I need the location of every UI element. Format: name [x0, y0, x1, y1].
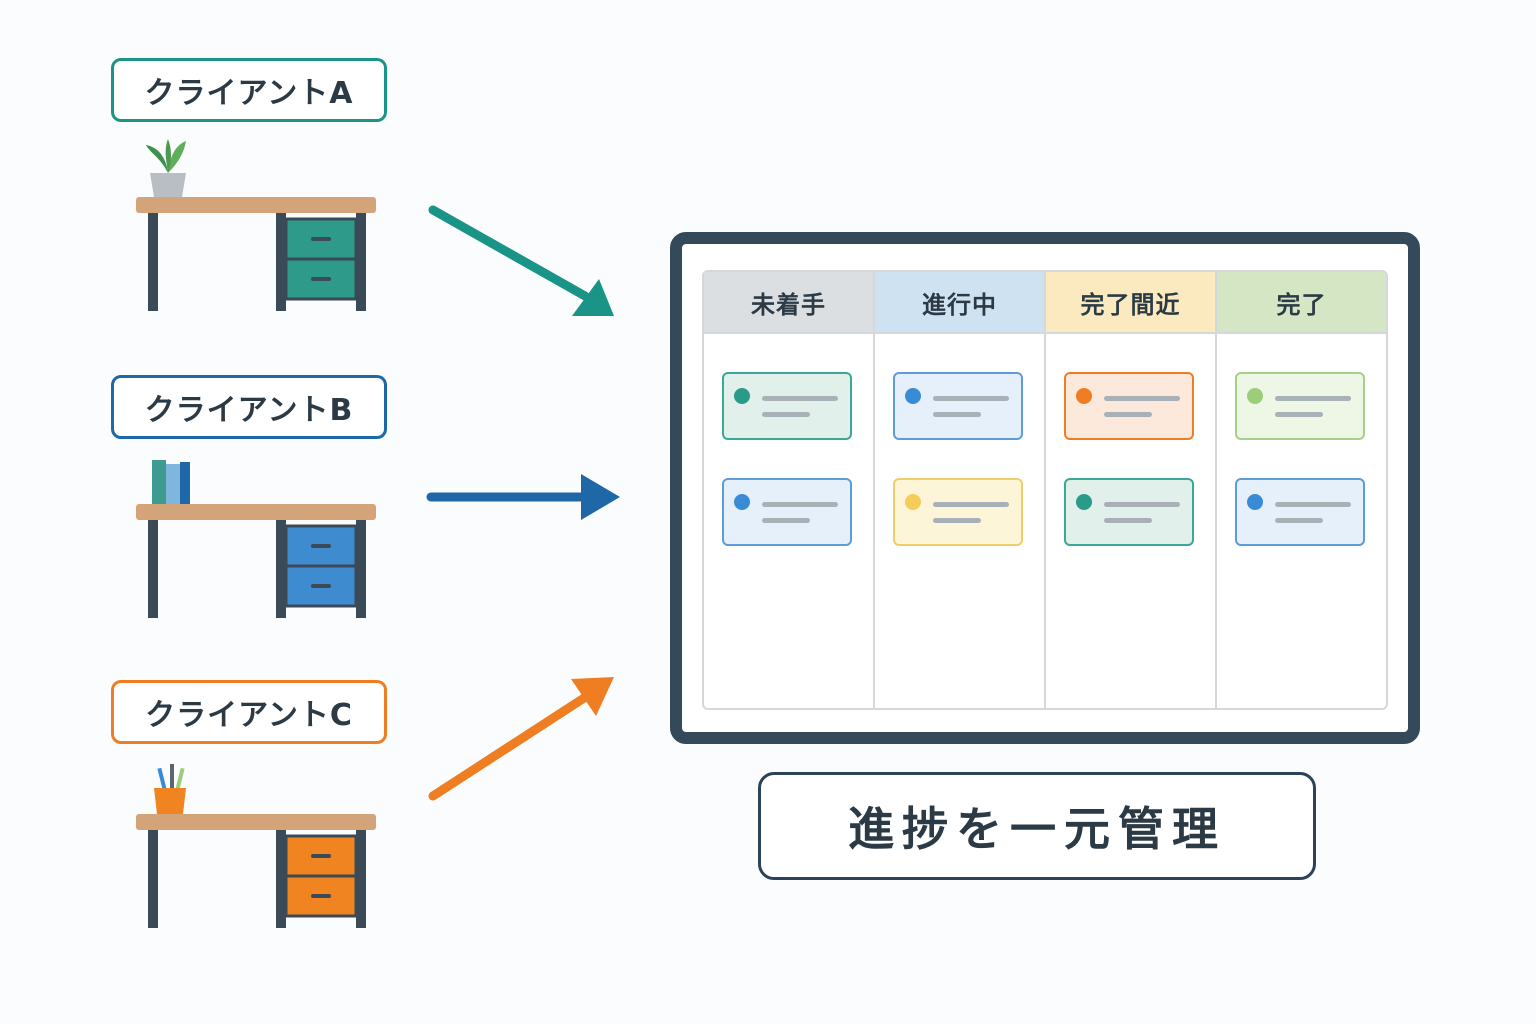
column-header: 未着手 [704, 272, 873, 334]
column-almost-done: 完了間近 [1046, 272, 1217, 708]
arrow-c-icon [428, 677, 614, 801]
client-c-label: クライアントC [111, 680, 387, 744]
status-dot [1247, 494, 1263, 510]
task-card[interactable] [722, 478, 852, 546]
desk-b-icon [136, 460, 376, 618]
status-dot [1076, 494, 1092, 510]
task-card[interactable] [1064, 478, 1194, 546]
status-dot [905, 494, 921, 510]
column-done: 完了 [1217, 272, 1386, 708]
task-card[interactable] [722, 372, 852, 440]
arrow-a-icon [428, 205, 614, 316]
status-dot [734, 388, 750, 404]
task-card[interactable] [1235, 478, 1365, 546]
status-dot [905, 388, 921, 404]
task-card[interactable] [893, 372, 1023, 440]
status-dot [734, 494, 750, 510]
kanban-board: 未着手 進行中 完了間近 完了 [670, 232, 1420, 744]
status-dot [1247, 388, 1263, 404]
task-card[interactable] [1064, 372, 1194, 440]
client-a-label: クライアントA [111, 58, 387, 122]
status-dot [1076, 388, 1092, 404]
desk-a-icon [136, 139, 376, 311]
task-card[interactable] [1235, 372, 1365, 440]
books-icon [152, 460, 190, 504]
task-card[interactable] [893, 478, 1023, 546]
kanban-columns: 未着手 進行中 完了間近 完了 [702, 270, 1388, 710]
plant-icon [146, 139, 186, 197]
column-not-started: 未着手 [704, 272, 875, 708]
arrow-b-icon [426, 474, 620, 520]
summary-label: 進捗を一元管理 [758, 772, 1316, 880]
column-header: 完了間近 [1046, 272, 1215, 334]
pencil-cup-icon [154, 764, 186, 814]
column-header: 完了 [1217, 272, 1386, 334]
client-b-label: クライアントB [111, 375, 387, 439]
column-in-progress: 進行中 [875, 272, 1046, 708]
desk-c-icon [136, 764, 376, 928]
column-header: 進行中 [875, 272, 1044, 334]
